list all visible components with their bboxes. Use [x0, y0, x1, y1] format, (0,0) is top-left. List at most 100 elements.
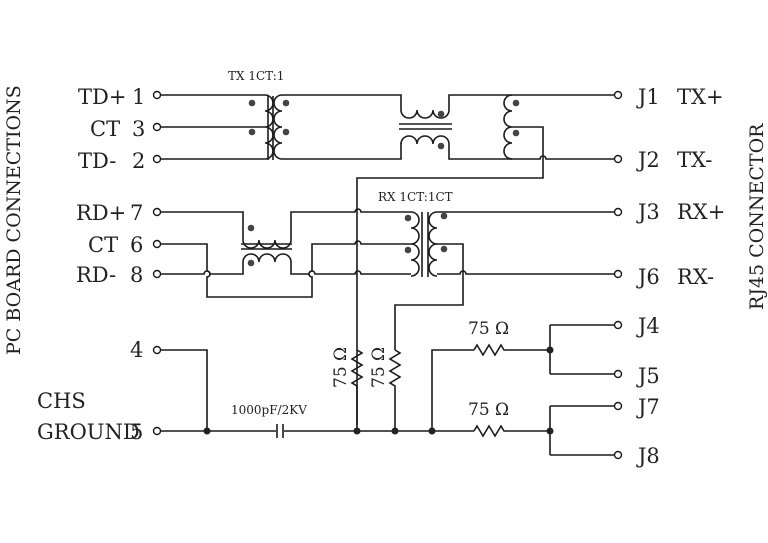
chs-label: CHS — [37, 389, 86, 413]
rj45-connector-title: RJ45 CONNECTOR — [746, 123, 768, 310]
tx-choke-output-wires — [448, 94, 512, 160]
pin-signal-rdn: RD- — [76, 263, 116, 287]
pin-number-4: 4 — [130, 338, 143, 362]
ground-label: GROUND — [37, 420, 140, 444]
tx-choke-top-coil — [400, 109, 450, 119]
tx-primary-coil — [264, 94, 274, 160]
tx-ct-to-resistor — [356, 126, 544, 425]
junction-node — [546, 427, 554, 435]
rx-primary-coil — [410, 211, 420, 277]
terminal-j4 — [613, 320, 623, 330]
capacitor-label: 1000pF/2KV — [231, 403, 307, 417]
pin-signal-tdp: TD+ — [78, 85, 126, 109]
pin-j6: J6 — [636, 265, 660, 289]
pin-number-7: 7 — [130, 201, 143, 225]
polarity-dot — [247, 259, 255, 267]
terminal-j3 — [613, 207, 623, 217]
pin-j7: J7 — [636, 395, 660, 419]
pin-j3-signal: RX+ — [677, 200, 725, 224]
tx-transformer-label: TX 1CT:1 — [228, 69, 284, 83]
right-pin-labels: J1 TX+ J2 TX- J3 RX+ J6 RX- J4 J5 J7 J8 — [636, 85, 725, 468]
polarity-dot — [248, 128, 256, 136]
terminal-6 — [152, 239, 162, 249]
pin-j3: J3 — [636, 200, 660, 224]
rx-choke-top-coil — [242, 239, 292, 249]
resistor-r4 — [473, 424, 550, 438]
resistor-r3-label: 75 Ω — [468, 319, 509, 339]
pin-j8: J8 — [636, 444, 660, 468]
polarity-dot — [512, 129, 520, 137]
polarity-dot — [440, 245, 448, 253]
terminal-j1 — [613, 90, 623, 100]
terminal-j6 — [613, 269, 623, 279]
polarity-dot — [440, 212, 448, 220]
pin-number-1: 1 — [132, 85, 145, 109]
polarity-dot — [512, 99, 520, 107]
rx-rdp-wire — [161, 211, 244, 240]
terminal-2 — [152, 154, 162, 164]
tx-line-autotransformer — [503, 94, 513, 160]
polarity-dot — [282, 99, 290, 107]
terminal-j2 — [613, 154, 623, 164]
j7-j8-wires — [549, 405, 614, 456]
polarity-dot — [437, 142, 445, 150]
rx-transformer-label: RX 1CT:1CT — [378, 190, 453, 204]
pin-j4: J4 — [636, 314, 660, 338]
rx-secondary-coil — [428, 211, 438, 277]
terminal-3 — [152, 122, 162, 132]
pin-j5: J5 — [636, 364, 660, 388]
junction-node — [546, 346, 554, 354]
j4-j5-wires — [549, 324, 614, 375]
tx-primary-wires — [161, 94, 265, 160]
pin-number-2: 2 — [132, 149, 145, 173]
bus-to-r3 — [431, 349, 474, 431]
pin-number-8: 8 — [130, 263, 143, 287]
junction-node — [391, 427, 399, 435]
polarity-dot — [247, 224, 255, 232]
left-terminals — [152, 90, 162, 436]
pin-signal-rdp: RD+ — [76, 201, 126, 225]
terminal-4 — [152, 345, 162, 355]
rx-choke-out-top — [290, 208, 411, 240]
rx-choke-bottom-coil — [242, 253, 292, 263]
pin-signal-ct-rx: CT — [88, 233, 118, 257]
junction-node — [353, 427, 361, 435]
polarity-dot — [437, 110, 445, 118]
pin-j1-signal: TX+ — [677, 85, 724, 109]
terminal-8 — [152, 269, 162, 279]
pin-number-3: 3 — [132, 117, 145, 141]
tx-secondary-wires — [282, 94, 402, 160]
junction-node — [203, 427, 211, 435]
terminal-j8 — [613, 450, 623, 460]
pin-j1: J1 — [636, 85, 660, 109]
terminal-7 — [152, 207, 162, 217]
terminal-j5 — [613, 369, 623, 379]
terminal-j7 — [613, 401, 623, 411]
terminal-1 — [152, 90, 162, 100]
resistor-r3 — [473, 343, 550, 357]
pin-number-6: 6 — [130, 233, 143, 257]
junction-node — [428, 427, 436, 435]
terminal-5 — [152, 426, 162, 436]
polarity-dot — [404, 214, 412, 222]
resistor-r2-label: 75 Ω — [369, 347, 389, 388]
pin-j6-signal: RX- — [677, 265, 714, 289]
rx-rdn-wire — [161, 262, 244, 275]
resistor-r1 — [350, 349, 364, 431]
pin-j2-signal: TX- — [677, 148, 712, 172]
pin-number-5: 5 — [130, 420, 143, 444]
pin4-wire — [161, 349, 208, 431]
polarity-dot — [404, 246, 412, 254]
polarity-dot — [282, 128, 290, 136]
tx-secondary-coil — [273, 94, 283, 160]
polarity-dot — [248, 99, 256, 107]
pc-board-connections-title: PC BOARD CONNECTIONS — [3, 85, 25, 355]
junctions — [203, 346, 554, 435]
rx-choke-out-bottom — [290, 262, 411, 275]
pin-signal-ct-tx: CT — [90, 117, 120, 141]
pin-j2: J2 — [636, 148, 660, 172]
pin-signal-tdn: TD- — [78, 149, 116, 173]
left-pin-labels: TD+ 1 CT 3 TD- 2 RD+ 7 CT 6 RD- 8 4 CHS … — [37, 85, 145, 444]
resistor-r2 — [388, 349, 402, 431]
